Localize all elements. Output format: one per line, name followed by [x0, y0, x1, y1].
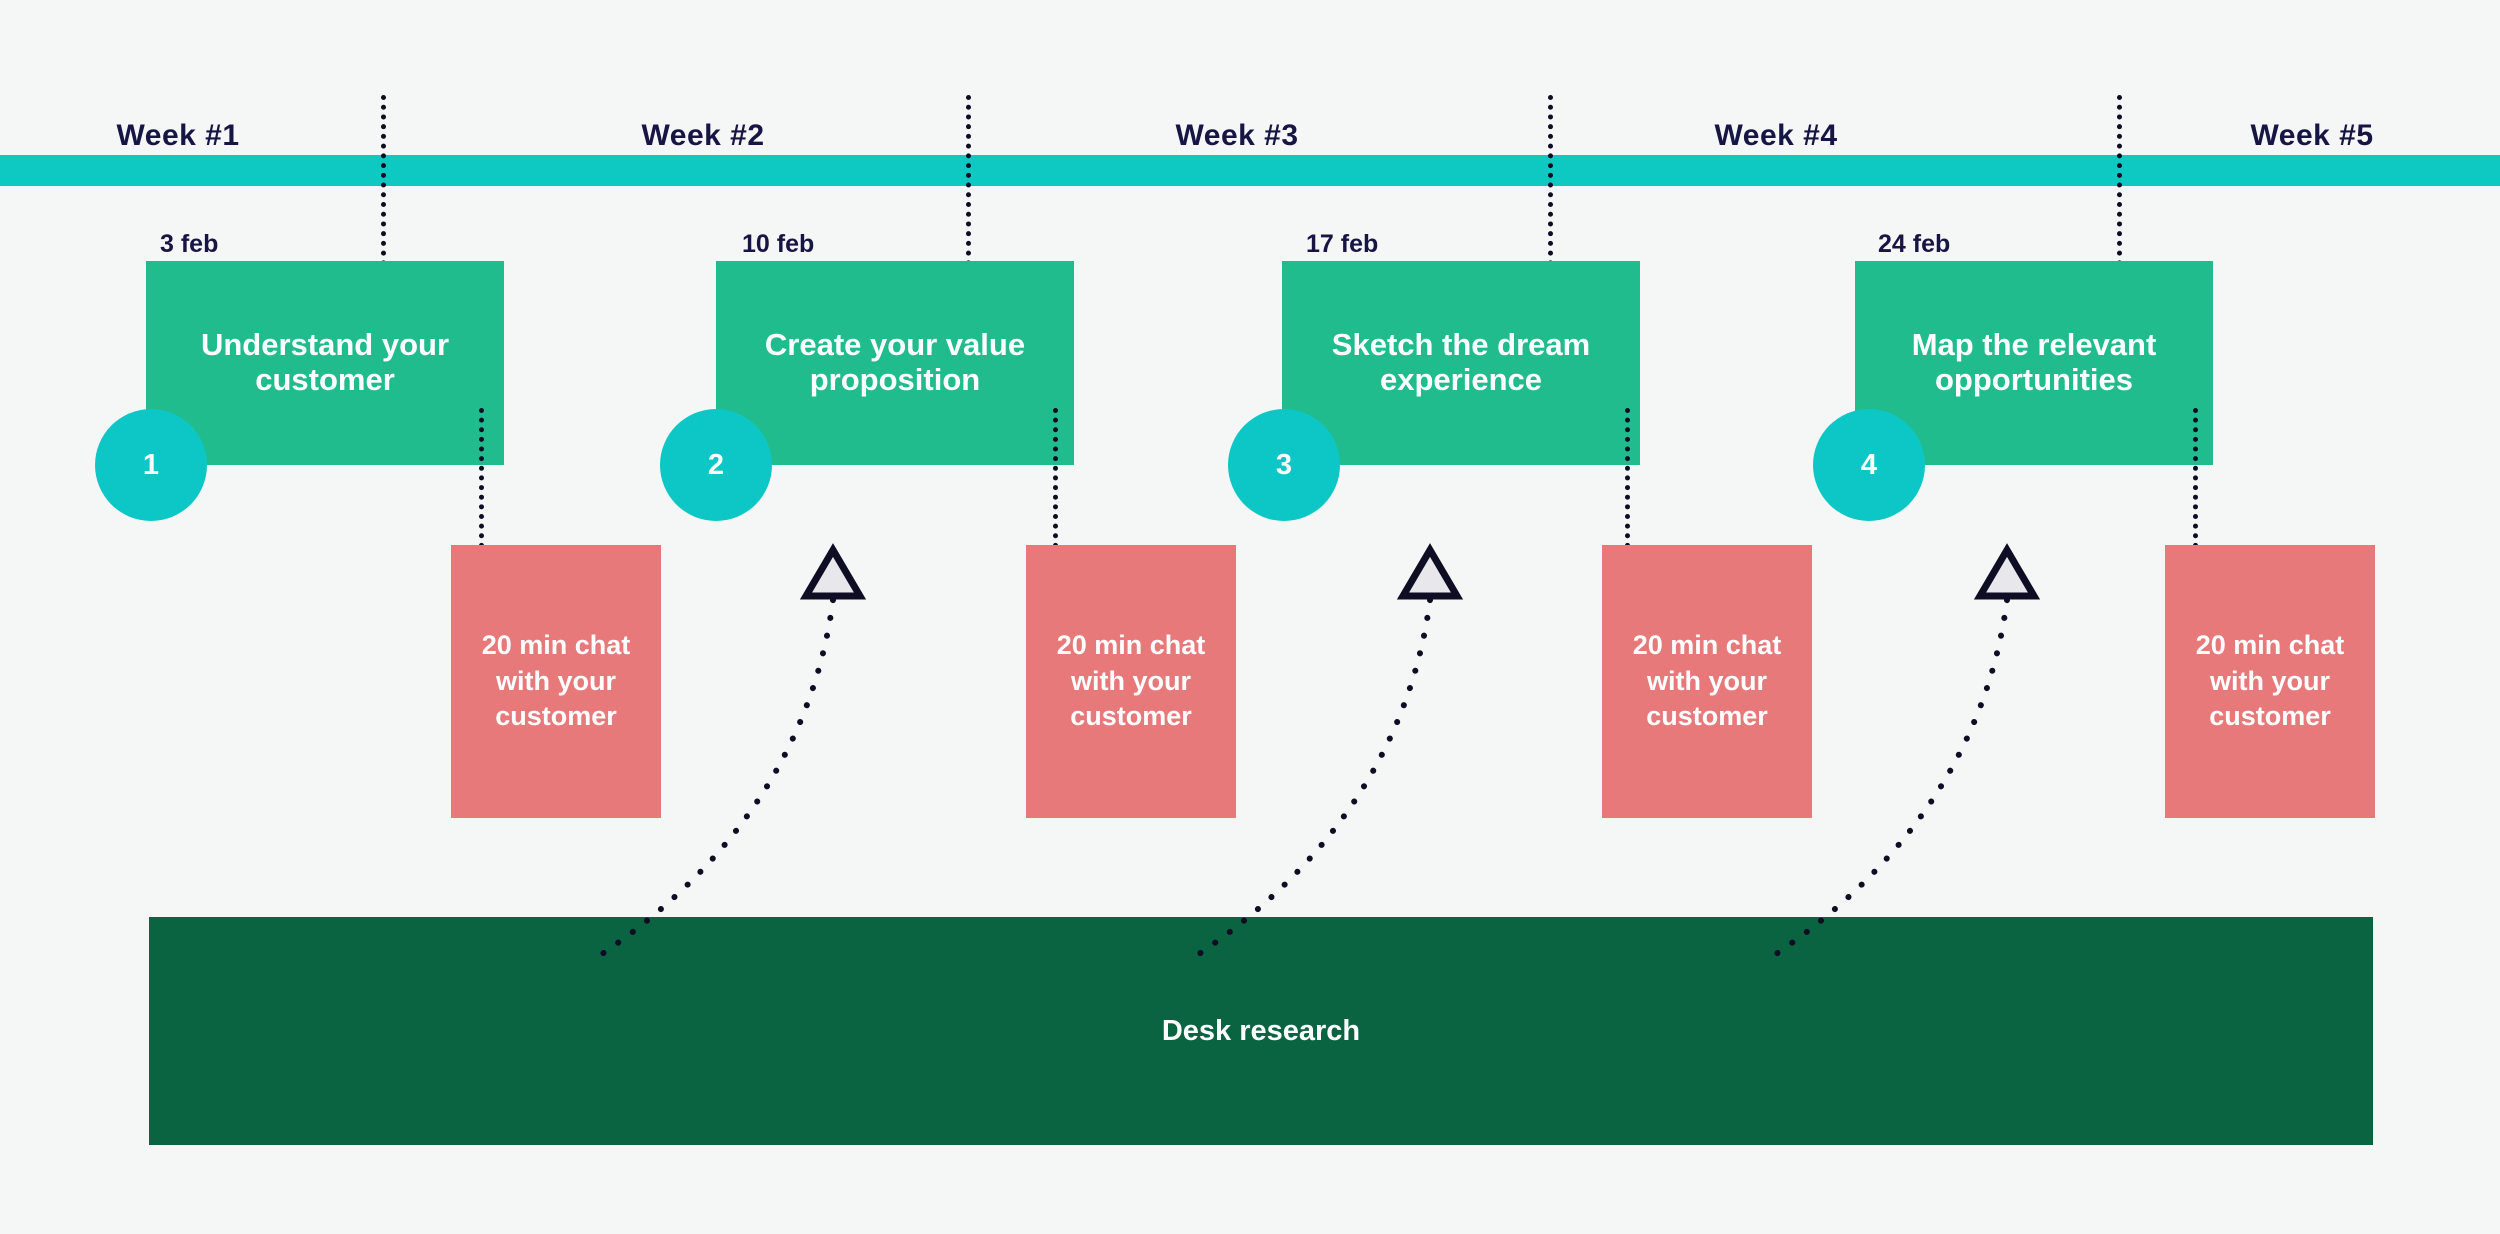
- milestone-date-2: 10 feb: [742, 230, 815, 258]
- step-badge-number-3: 3: [1275, 448, 1293, 481]
- triangle-marker-2: [1396, 543, 1464, 600]
- milestone-card-3[interactable]: Sketch the dream experience: [1282, 261, 1640, 465]
- step-badge-2[interactable]: 2: [660, 409, 772, 521]
- step-badge-number-4: 4: [1860, 448, 1878, 481]
- milestone-date-4: 24 feb: [1878, 230, 1951, 258]
- chat-connector-4: [2193, 408, 2198, 548]
- week-divider-1: [381, 95, 386, 285]
- milestone-title-1: Understand your customer: [200, 327, 450, 397]
- milestone-card-2[interactable]: Create your value proposition: [716, 261, 1074, 465]
- timeline-bar: [0, 155, 2500, 186]
- chat-connector-2: [1053, 408, 1058, 548]
- milestone-title-2: Create your value proposition: [764, 327, 1026, 397]
- chat-card-1[interactable]: 20 min chat with your customer: [451, 545, 661, 818]
- milestone-title-4: Map the relevant opportunities: [1911, 327, 2157, 397]
- milestone-title-3: Sketch the dream experience: [1331, 327, 1591, 397]
- triangle-marker-1: [799, 543, 867, 600]
- step-badge-3[interactable]: 3: [1228, 409, 1340, 521]
- chat-card-text-3: 20 min chat with your customer: [1632, 630, 1782, 732]
- week-divider-3: [1548, 95, 1553, 285]
- desk-research-band: Desk research: [149, 917, 2373, 1145]
- step-badge-1[interactable]: 1: [95, 409, 207, 521]
- milestone-date-3: 17 feb: [1306, 230, 1379, 258]
- chat-card-3[interactable]: 20 min chat with your customer: [1602, 545, 1812, 818]
- week-label-1: Week #1: [116, 119, 240, 152]
- chat-card-2[interactable]: 20 min chat with your customer: [1026, 545, 1236, 818]
- triangle-marker-3: [1973, 543, 2041, 600]
- chat-card-text-1: 20 min chat with your customer: [481, 630, 631, 732]
- milestone-card-1[interactable]: Understand your customer: [146, 261, 504, 465]
- milestone-card-4[interactable]: Map the relevant opportunities: [1855, 261, 2213, 465]
- chat-connector-1: [479, 408, 484, 548]
- week-divider-2: [966, 95, 971, 285]
- chat-card-4[interactable]: 20 min chat with your customer: [2165, 545, 2375, 818]
- week-label-2: Week #2: [641, 119, 765, 152]
- desk-research-label: Desk research: [1161, 1014, 1361, 1047]
- week-divider-4: [2117, 95, 2122, 285]
- step-badge-4[interactable]: 4: [1813, 409, 1925, 521]
- week-label-3: Week #3: [1175, 119, 1299, 152]
- chat-card-text-2: 20 min chat with your customer: [1056, 630, 1206, 732]
- step-badge-number-1: 1: [142, 448, 160, 481]
- chat-card-text-4: 20 min chat with your customer: [2195, 630, 2345, 732]
- week-label-5: Week #5: [2250, 119, 2374, 152]
- week-label-4: Week #4: [1714, 119, 1838, 152]
- milestone-date-1: 3 feb: [160, 230, 219, 258]
- chat-connector-3: [1625, 408, 1630, 548]
- step-badge-number-2: 2: [707, 448, 725, 481]
